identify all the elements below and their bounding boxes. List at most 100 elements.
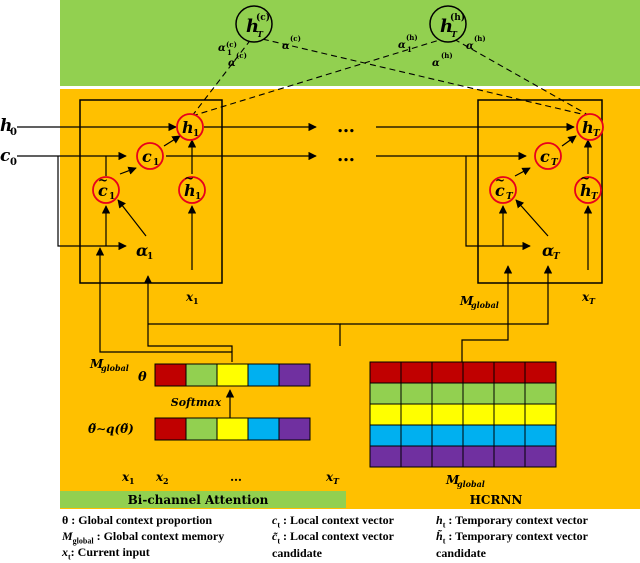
cell-box-T bbox=[477, 99, 603, 284]
memory-cell bbox=[369, 361, 402, 384]
svg-text:~: ~ bbox=[580, 171, 590, 185]
svg-text:1: 1 bbox=[407, 45, 412, 54]
dots-c: … bbox=[337, 145, 355, 166]
memory-cell bbox=[431, 382, 464, 405]
memory-cell bbox=[462, 361, 495, 384]
svg-text:c: c bbox=[142, 147, 152, 166]
color-cell bbox=[216, 417, 249, 441]
svg-text:α: α bbox=[218, 43, 226, 54]
memory-cell bbox=[524, 403, 557, 426]
svg-text:1: 1 bbox=[153, 158, 159, 168]
svg-text:global: global bbox=[471, 300, 499, 310]
softmax-label: Softmax bbox=[171, 396, 222, 409]
xT-bottom: x bbox=[325, 470, 334, 484]
svg-text:(c): (c) bbox=[290, 34, 301, 43]
memory-cell bbox=[524, 445, 557, 468]
svg-text:1: 1 bbox=[109, 192, 115, 202]
svg-text:1: 1 bbox=[193, 296, 199, 306]
m-global-label: M bbox=[459, 294, 474, 308]
global-memory-grid bbox=[369, 361, 557, 468]
xT-label: x bbox=[581, 290, 590, 304]
color-cell bbox=[247, 417, 280, 441]
alpha-1: α bbox=[136, 241, 148, 260]
svg-text:c: c bbox=[540, 147, 550, 166]
svg-text:1: 1 bbox=[193, 129, 199, 139]
svg-text:(h): (h) bbox=[441, 51, 453, 60]
memory-cell bbox=[431, 361, 464, 384]
svg-text:(h): (h) bbox=[474, 34, 486, 43]
svg-text:2: 2 bbox=[163, 476, 169, 486]
svg-text:~: ~ bbox=[98, 173, 108, 187]
memory-cell bbox=[462, 424, 495, 447]
x2-bottom: x bbox=[155, 470, 164, 484]
node-h-tilde-1: h~1 bbox=[178, 171, 206, 204]
memory-cell bbox=[431, 445, 464, 468]
x1-bottom: x bbox=[121, 470, 130, 484]
svg-text:global: global bbox=[457, 479, 485, 489]
legend-m: Mglobal : Global context memory bbox=[62, 529, 225, 546]
h0-label: h bbox=[0, 116, 12, 136]
svg-text:global: global bbox=[101, 363, 129, 373]
svg-text:1: 1 bbox=[227, 48, 232, 57]
svg-text:c: c bbox=[98, 181, 108, 200]
memory-cell bbox=[369, 382, 402, 405]
memory-cell bbox=[493, 382, 526, 405]
color-cell bbox=[216, 363, 249, 387]
svg-text:T: T bbox=[593, 129, 601, 139]
svg-text:(c): (c) bbox=[236, 51, 247, 60]
svg-text:h: h bbox=[440, 16, 453, 37]
theta-sample-row bbox=[154, 417, 311, 441]
svg-text:1: 1 bbox=[129, 476, 135, 486]
attention-label-bar bbox=[60, 491, 346, 508]
svg-text:α: α bbox=[228, 58, 236, 69]
svg-text:α: α bbox=[282, 41, 290, 52]
node-c-tilde-T: c~T bbox=[489, 173, 517, 204]
svg-text:α: α bbox=[466, 41, 474, 52]
svg-text:~: ~ bbox=[184, 171, 194, 185]
m-global-grid-label: M bbox=[445, 473, 460, 487]
svg-text:1: 1 bbox=[195, 192, 201, 202]
memory-cell bbox=[493, 445, 526, 468]
svg-text:c: c bbox=[495, 181, 505, 200]
memory-cell bbox=[524, 361, 557, 384]
output-node-c: h (c) T bbox=[235, 5, 273, 43]
node-h-tilde-T: h~T bbox=[574, 171, 602, 204]
node-c-tilde-1: c~1 bbox=[92, 173, 120, 204]
color-cell bbox=[154, 417, 187, 441]
memory-cell bbox=[462, 382, 495, 405]
svg-text:~: ~ bbox=[495, 173, 505, 187]
m-global-attn: M bbox=[89, 357, 104, 371]
svg-text:T: T bbox=[551, 158, 559, 168]
memory-cell bbox=[524, 424, 557, 447]
memory-cell bbox=[493, 424, 526, 447]
svg-text:(c): (c) bbox=[226, 40, 237, 49]
memory-cell bbox=[400, 361, 433, 384]
memory-cell bbox=[400, 382, 433, 405]
output-node-h: h (h) T bbox=[429, 5, 467, 43]
legend-h: ht : Temporary context vector bbox=[436, 513, 588, 530]
theta-label: θ bbox=[138, 370, 147, 385]
dots-h: … bbox=[337, 116, 355, 137]
memory-cell bbox=[493, 361, 526, 384]
legend-c: ct : Local context vector bbox=[272, 513, 394, 530]
memory-cell bbox=[400, 424, 433, 447]
bottom-dots: … bbox=[230, 470, 242, 484]
svg-text:h: h bbox=[184, 181, 196, 200]
output-panel bbox=[60, 0, 640, 86]
svg-text:α: α bbox=[398, 40, 406, 51]
svg-text:T: T bbox=[506, 192, 514, 202]
svg-text:h: h bbox=[182, 118, 194, 137]
color-cell bbox=[185, 417, 218, 441]
svg-text:h: h bbox=[246, 16, 259, 37]
legend-x: xt: Current input bbox=[62, 545, 150, 562]
color-cell bbox=[154, 363, 187, 387]
color-cell bbox=[278, 363, 311, 387]
svg-text:α: α bbox=[432, 58, 440, 69]
